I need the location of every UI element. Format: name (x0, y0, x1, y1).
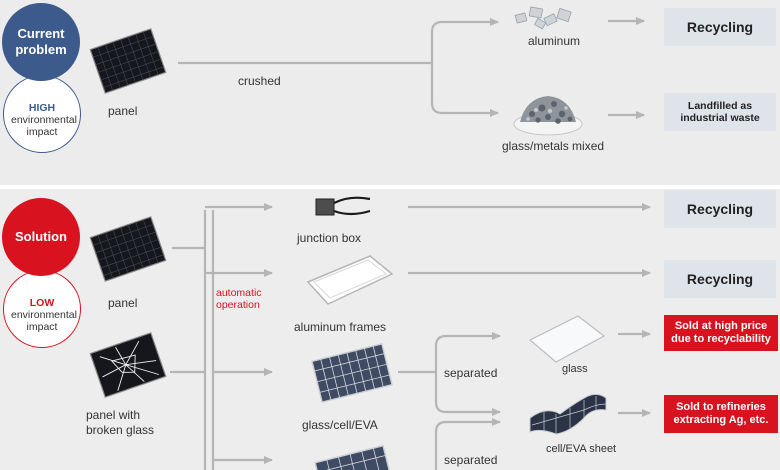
current-panel-label: panel (108, 104, 138, 118)
impact-level-low: LOW (29, 297, 55, 309)
section-divider (0, 185, 780, 189)
current-problem-circle: Current problem (2, 3, 80, 81)
solution-label: Solution (15, 229, 67, 244)
aluminum-frame-icon (306, 255, 394, 305)
sold-high-price-text: Sold at high price due to recyclability (671, 320, 771, 345)
branch-down-mixed (430, 63, 499, 117)
impact-level-high: HIGH (28, 102, 56, 114)
aluminum-label: aluminum (528, 34, 581, 48)
aluminum-scrap-icon (514, 6, 572, 30)
solution-circle: Solution (2, 198, 80, 276)
cell-eva-sheet-label: cell/EVA sheet (546, 443, 617, 455)
lower-split (434, 418, 501, 470)
solution-panel-label: panel (108, 296, 138, 310)
mixed-glass-pile-icon (513, 96, 583, 136)
solar-panel-icon (89, 28, 167, 94)
sold-high-price-box: Sold at high price due to recyclability (664, 315, 778, 351)
impact-text-high: environmental impact (11, 114, 77, 138)
glass-sheet-icon (528, 315, 606, 363)
separated-label-2: separated (444, 453, 498, 467)
sold-refineries-box: Sold to refineries extracting Ag, etc. (664, 395, 778, 433)
glass-cell-panel-icon (311, 343, 393, 403)
landfill-box: Landfilled as industrial waste (664, 93, 776, 131)
glass-cell-panel-icon-2 (314, 444, 392, 470)
current-problem-label: Current problem (15, 26, 67, 57)
recycling-box-junction: Recycling (664, 190, 776, 228)
branch-up-aluminum (430, 18, 499, 63)
recycling-text-current: Recycling (686, 19, 754, 35)
solar-panel-icon (89, 216, 167, 282)
low-impact-circle: LOW environmental impact (3, 270, 81, 348)
sold-refineries-text: Sold to refineries extracting Ag, etc. (673, 401, 769, 426)
separated-label-1: separated (444, 366, 498, 380)
glass-metals-mixed-label: glass/metals mixed (502, 139, 605, 153)
aluminum-frames-label: aluminum frames (294, 320, 387, 334)
recycling-text-junction: Recycling (686, 201, 754, 217)
glass-label: glass (562, 363, 588, 375)
high-impact-circle: HIGH environmental impact (3, 75, 81, 153)
impact-text-low: environmental impact (11, 309, 77, 333)
landfill-text: Landfilled as industrial waste (680, 100, 760, 124)
broken-panel-label: panel with broken glass (86, 408, 155, 437)
recycling-text-frames: Recycling (686, 271, 754, 287)
crushed-label: crushed (238, 74, 281, 88)
recycling-box-frames: Recycling (664, 260, 776, 298)
junction-box-label: junction box (297, 231, 362, 245)
glass-cell-eva-label: glass/cell/EVA (302, 418, 378, 432)
junction-box-icon (315, 196, 371, 216)
cell-sheet-icon (529, 393, 607, 435)
automatic-operation-label: automatic operation (216, 287, 262, 311)
split-up-glass (434, 332, 501, 372)
current-problem-section (0, 0, 780, 183)
split-down-cell (434, 372, 501, 416)
recycling-box-current: Recycling (664, 8, 776, 46)
broken-solar-panel-icon (89, 332, 167, 398)
